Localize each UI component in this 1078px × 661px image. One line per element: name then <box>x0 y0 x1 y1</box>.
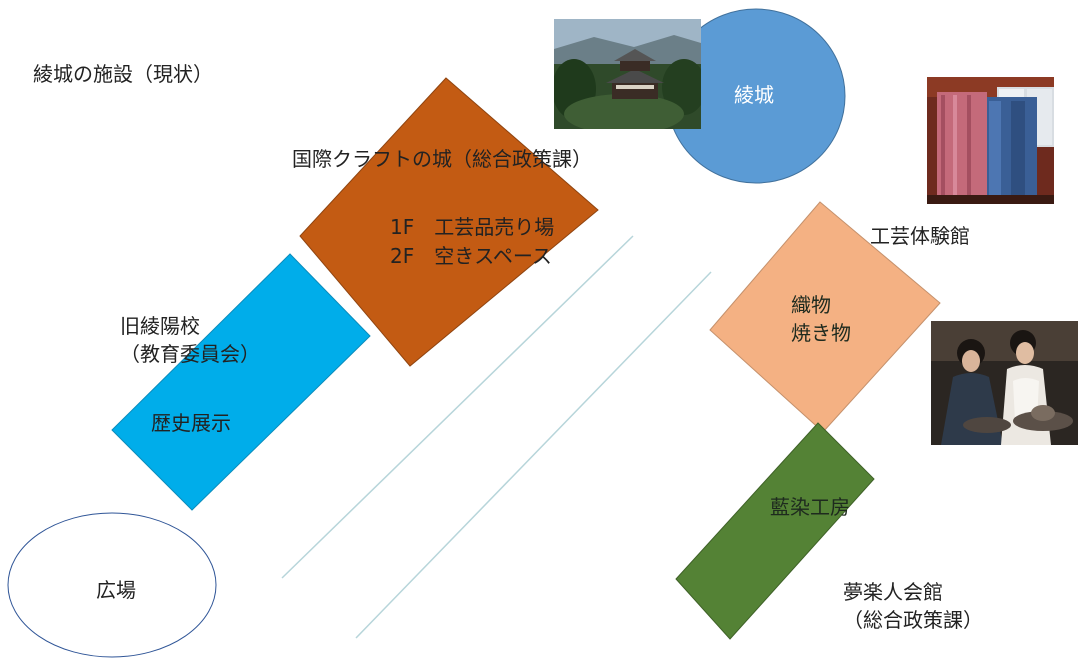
old-school-name: 旧綾陽校 <box>120 314 200 338</box>
plaza-shape <box>7 512 217 658</box>
old-school-dept: （教育委員会） <box>120 342 260 366</box>
old-school-content: 歴史展示 <box>151 411 231 435</box>
experience-item-pottery: 焼き物 <box>791 321 851 345</box>
textile-photo <box>927 77 1054 204</box>
indigo-workshop-shape <box>675 422 875 640</box>
castle-photo <box>554 19 701 129</box>
experience-hall-name: 工芸体験館 <box>870 224 970 248</box>
plaza-label: 広場 <box>96 578 136 602</box>
pottery-photo <box>931 321 1078 445</box>
craft-castle-floor-1: 1F 工芸品売り場 <box>390 215 555 239</box>
castle-label: 綾城 <box>734 83 774 107</box>
yumeraku-name: 夢楽人会館 <box>843 580 943 604</box>
craft-castle-name: 国際クラフトの城（総合政策課） <box>292 147 592 171</box>
road-line-right <box>355 271 712 639</box>
craft-castle-floor-2: 2F 空きスペース <box>390 244 552 268</box>
page-title: 綾城の施設（現状） <box>33 62 213 86</box>
road-line-left <box>281 235 634 579</box>
experience-item-textile: 織物 <box>791 293 831 317</box>
old-school-shape <box>111 253 371 511</box>
indigo-workshop-label: 藍染工房 <box>770 495 850 519</box>
yumeraku-dept: （総合政策課） <box>843 608 983 632</box>
craft-castle-shape <box>299 77 599 367</box>
